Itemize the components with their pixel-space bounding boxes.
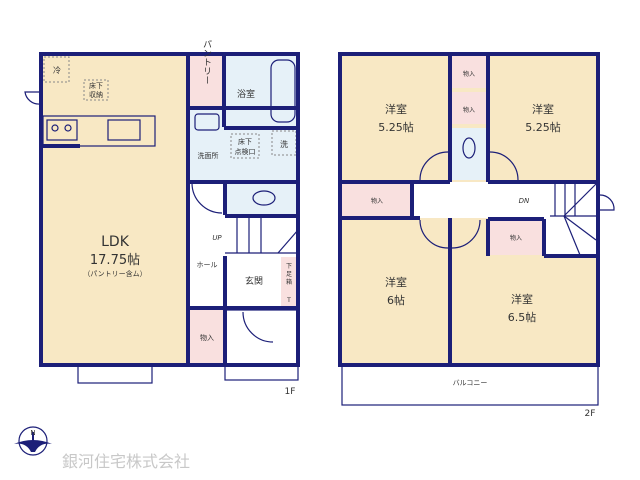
balcony-label: バルコニー [453, 379, 488, 387]
room-tr-size: 5.25帖 [525, 121, 561, 134]
room-tl-name: 洋室 [385, 102, 407, 116]
toilet-area [225, 184, 298, 215]
floor-1-label: 1F [285, 387, 296, 397]
balcony [341, 364, 599, 406]
closet-label: 物入 [200, 333, 214, 342]
door-tl[interactable] [419, 151, 449, 181]
closet-label: 物入 [510, 234, 522, 242]
shoe-box-label: 箱 [286, 278, 292, 286]
entrance-label: 玄関 [245, 275, 263, 287]
room-tl-size: 5.25帖 [378, 121, 414, 134]
inspection-label: 点検口 [235, 147, 256, 156]
door-bl[interactable] [419, 219, 449, 249]
shoe-box-label: 足 [286, 271, 292, 278]
down-label: DN [519, 197, 530, 205]
room-br-size: 6.5帖 [508, 311, 537, 324]
ldk-size: 17.75帖 [90, 253, 140, 268]
hall-label: ホール [197, 261, 218, 269]
outer-wall-1f [39, 52, 300, 367]
room-bl-size: 6帖 [387, 294, 405, 307]
inspection-label: 床下 [238, 137, 252, 146]
toilet-icon [462, 137, 476, 159]
stairs-2f [550, 183, 597, 256]
closet-label: 物入 [463, 70, 475, 78]
ldk-area [41, 54, 188, 365]
compass-north: N [30, 429, 35, 437]
underfloor-label: 収納 [89, 90, 103, 99]
company-logo: N 銀河住宅株式会社 [14, 426, 190, 471]
window-ldk [77, 364, 153, 384]
sink-icon [107, 119, 141, 141]
closet-top [452, 56, 486, 88]
side-door[interactable] [24, 91, 41, 105]
pantry-area [188, 54, 224, 107]
closet-br [490, 220, 542, 255]
floor-1: 冷 床下 収納 LDK 17.75帖 （パントリー含ム） パントリー 浴室 洗面… [24, 39, 300, 397]
closet-label: 物入 [371, 197, 383, 205]
balcony-door[interactable] [599, 194, 615, 211]
closet-label: 物入 [463, 106, 475, 114]
closet-area [190, 310, 225, 365]
ldk-note: （パントリー含ム） [83, 269, 146, 278]
closet-mid [452, 92, 486, 124]
door-br[interactable] [451, 219, 481, 249]
room-br-name: 洋室 [511, 292, 533, 306]
stairs-2f-area [544, 184, 596, 255]
toilet-icon [252, 190, 276, 206]
washroom-label: 洗面所 [198, 151, 219, 160]
room-bl-name: 洋室 [385, 275, 407, 289]
stairs-1f [225, 218, 299, 254]
up-label: UP [212, 234, 222, 242]
floor-2: 洋室 5.25帖 洋室 5.25帖 洋室 6帖 洋室 6.5帖 物入 物入 物入… [338, 52, 615, 419]
company-name: 銀河住宅株式会社 [62, 452, 190, 471]
bathtub-icon [270, 59, 296, 123]
shoe-box-label: 下 [286, 263, 292, 270]
washer-label: 洗 [280, 139, 288, 149]
closet-hall [342, 184, 412, 217]
t-label: T [286, 297, 291, 304]
compass-icon [18, 426, 48, 456]
bath-label: 浴室 [237, 88, 255, 100]
floor-2-label: 2F [585, 409, 596, 419]
room-tr-name: 洋室 [532, 102, 554, 116]
door-tr[interactable] [489, 151, 519, 181]
entry-door[interactable] [242, 311, 274, 343]
wash-basin-icon [194, 113, 220, 131]
shoe-box-area [281, 257, 298, 307]
fridge-space [43, 56, 70, 83]
toilet-door[interactable] [191, 182, 223, 214]
ldk-name: LDK [101, 234, 130, 250]
porch [224, 309, 299, 381]
stove-icon [46, 119, 78, 141]
pantry-label: パントリー [201, 39, 212, 84]
fridge-label: 冷 [53, 65, 61, 75]
inspection-hatch [230, 133, 260, 159]
toilet-2f [452, 128, 486, 180]
underfloor-label: 床下 [89, 81, 103, 90]
